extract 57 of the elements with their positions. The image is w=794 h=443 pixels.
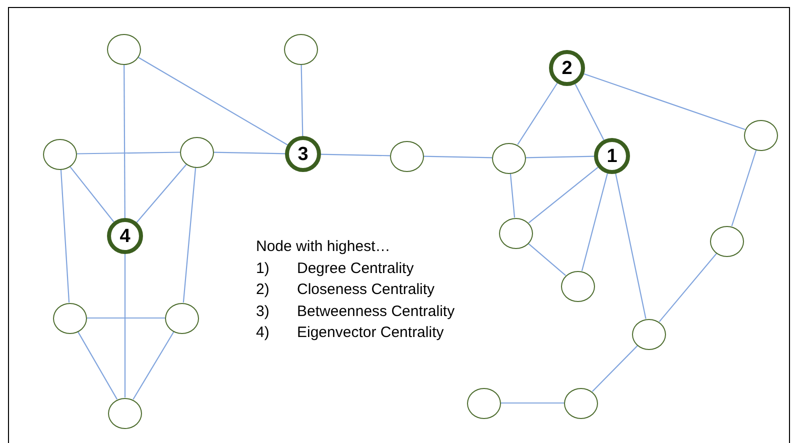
connector-line [615,174,646,319]
graph-node [467,388,501,418]
highlighted-node: 2 [549,50,585,86]
highlighted-node: 3 [285,136,321,172]
list-item-text: Closeness Centrality [297,280,435,300]
graph-node [53,302,87,334]
graph-node [107,34,141,64]
connector-line [214,152,286,154]
graph-node [108,398,142,428]
connector-line [320,154,390,156]
connector-line [300,64,304,136]
connector-line [60,169,70,303]
connector-line [124,254,126,398]
connector-line [517,82,558,145]
graph-node [180,136,214,168]
connector-line [77,331,118,400]
connector-line [136,164,187,223]
graph-node [564,388,598,418]
graph-node [390,140,424,172]
connector-line [138,56,288,146]
connector-line [132,331,174,400]
connector-line [528,166,598,224]
heading-text: Node with highest… [256,237,392,257]
connector-line [182,167,196,303]
connector-line [584,73,746,130]
connector-line [424,156,492,158]
highlighted-node: 1 [594,138,630,174]
graph-node [561,270,595,302]
graph-node [710,226,744,256]
connector-line [658,252,718,322]
list-number: 1) [256,258,270,278]
graph-node [499,218,533,248]
highlighted-node: 4 [107,218,143,254]
connector-line [501,402,564,404]
graph-node [43,138,77,170]
list-number: 4) [256,323,270,343]
connector-line [574,84,604,140]
connector-line [581,173,608,272]
list-item-text: Eigenvector Centrality [297,323,444,343]
connector-line [510,173,516,218]
list-item-text: Betweenness Centrality [297,302,455,322]
connector-line [526,156,594,158]
connector-line [87,317,165,319]
connector-line [592,345,638,392]
connector-line [731,150,757,226]
connector-line [70,166,114,222]
connector-line [124,64,126,218]
list-item-text: Degree Centrality [297,258,414,278]
graph-node [632,318,666,350]
connector-line [77,152,180,154]
list-number: 3) [256,302,270,322]
graph-node [165,302,199,334]
connector-line [528,243,566,276]
list-number: 2) [256,280,270,300]
graph-node [492,142,526,174]
graph-node [744,120,778,150]
graph-node [284,34,318,64]
